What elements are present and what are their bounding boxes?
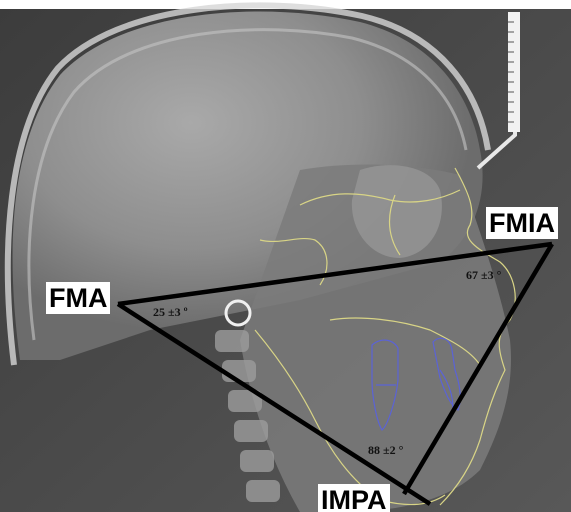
fmia-label: FMIA — [486, 207, 558, 239]
fmia-angle-value: 67 ±3 ° — [466, 268, 501, 282]
fma-angle-value: 25 ±3 º — [153, 305, 188, 319]
fma-label: FMA — [46, 282, 110, 314]
impa-label: IMPA — [318, 484, 390, 512]
impa-angle-value: 88 ±2 ° — [368, 443, 403, 457]
